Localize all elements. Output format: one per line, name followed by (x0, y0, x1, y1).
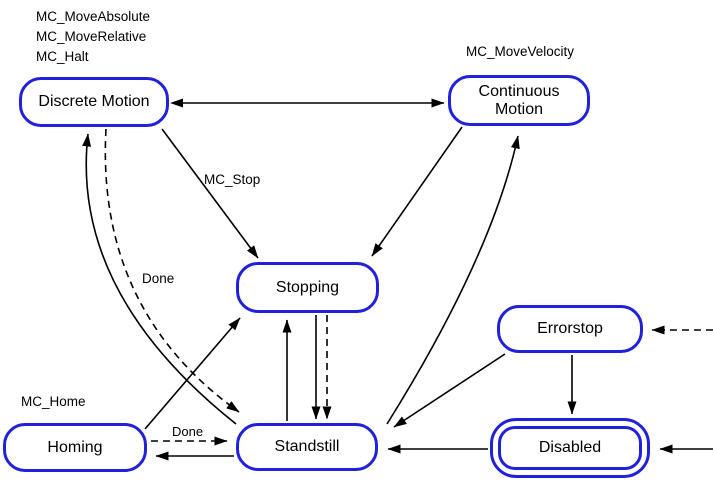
state-standstill-label: Standstill (274, 438, 340, 456)
label-mc-home: MC_Home (21, 394, 86, 409)
state-homing: Homing (3, 423, 147, 472)
label-mc-movevelocity: MC_MoveVelocity (466, 44, 575, 59)
state-errorstop: Errorstop (497, 305, 643, 353)
state-stopping: Stopping (236, 262, 379, 313)
state-disabled-label: Disabled (538, 439, 602, 457)
state-disabled-inner-border: Disabled (498, 426, 642, 470)
transition-errorstop-to-standstill (393, 353, 506, 428)
transition-discrete-to-stopping (161, 128, 259, 259)
transition-standstill-to-continuous (386, 135, 520, 425)
transition-continuous-to-discrete-arrowhead (170, 98, 183, 108)
label-mc-moverelative: MC_MoveRelative (36, 29, 147, 44)
label-mc-moveabsolute: MC_MoveAbsolute (36, 9, 151, 24)
state-standstill: Standstill (236, 423, 378, 471)
state-continuous-motion: Continuous Motion (448, 75, 590, 126)
transition-homing-to-stopping (144, 317, 241, 430)
label-mc-stop: MC_Stop (204, 172, 261, 187)
state-errorstop-label: Errorstop (537, 320, 603, 338)
transition-discrete-to-standstill-done (104, 128, 240, 413)
state-disabled: Disabled (490, 418, 650, 478)
state-discrete-motion-label: Discrete Motion (38, 93, 150, 111)
label-mc-halt: MC_Halt (36, 49, 89, 64)
transition-continuous-to-stopping (371, 126, 463, 257)
transition-standstill-to-discrete (82, 133, 237, 425)
label-done-discrete: Done (142, 271, 175, 286)
state-continuous-motion-label: Continuous Motion (478, 82, 560, 118)
state-discrete-motion: Discrete Motion (19, 77, 169, 127)
label-done-homing: Done (172, 424, 204, 439)
label-discrete-commands: MC_MoveAbsolute MC_MoveRelative MC_Halt (36, 7, 150, 67)
state-stopping-label: Stopping (275, 278, 340, 296)
state-homing-label: Homing (47, 438, 103, 456)
